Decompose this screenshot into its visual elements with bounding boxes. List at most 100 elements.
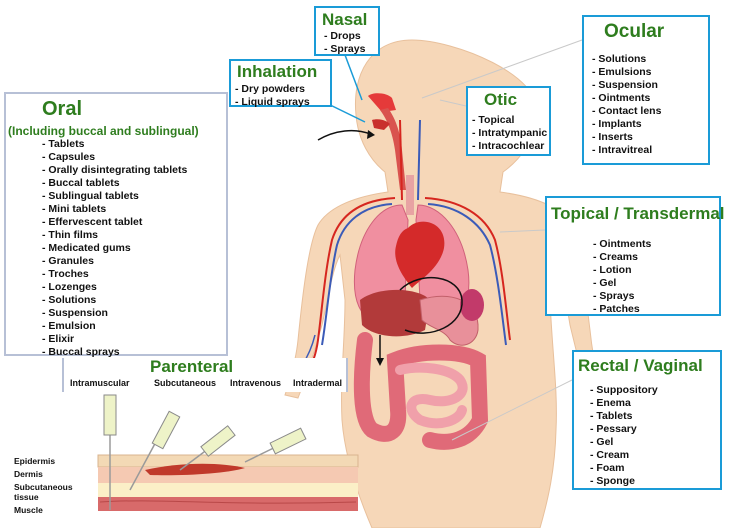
rectal-leader	[451, 379, 573, 441]
digestion-arrowhead	[376, 358, 384, 366]
ocular-list: Solutions Emulsions Suspension Ointments…	[592, 53, 661, 157]
nasal-box: Nasal Drops Sprays	[314, 6, 380, 56]
mouth	[372, 119, 390, 130]
list-item: Liquid sprays	[235, 96, 309, 109]
ocular-title: Ocular	[604, 21, 665, 42]
list-item: Intracochlear	[472, 140, 547, 153]
list-item: Suppository	[590, 384, 657, 397]
list-item: Creams	[593, 251, 651, 264]
list-item: Intratympanic	[472, 127, 547, 140]
route-subcutaneous: Subcutaneous	[154, 378, 217, 388]
list-item: Emulsions	[592, 66, 661, 79]
oral-list: Tablets Capsules Orally disintegrating t…	[42, 138, 187, 359]
list-item: Pessary	[590, 423, 658, 436]
artery-left-arm	[305, 197, 396, 376]
list-item: Dry powders	[235, 83, 310, 96]
list-item: Contact lens	[592, 105, 661, 118]
list-item: Emulsion	[42, 320, 187, 333]
list-item: Buccal tablets	[42, 177, 187, 190]
skin-label-subcutaneous: Subcutaneous tissue	[14, 482, 73, 502]
kidney	[460, 289, 484, 321]
route-intravenous: Intravenous	[230, 378, 282, 388]
list-item: Lotion	[593, 264, 651, 277]
list-item: Suspension	[592, 79, 661, 92]
list-item: Sprays	[324, 43, 365, 56]
nasal-cavity	[368, 93, 396, 112]
list-item: Enema	[590, 397, 658, 410]
list-item: Buccal sprays	[42, 346, 187, 359]
list-item: Troches	[42, 268, 187, 281]
list-item: Inserts	[592, 131, 661, 144]
list-item: Granules	[42, 255, 187, 268]
inhalation-box: Inhalation Dry powders Liquid sprays	[229, 59, 332, 109]
otic-title: Otic	[484, 90, 518, 109]
list-item: Medicated gums	[42, 242, 187, 255]
inhalation-list: Dry powders Liquid sprays	[235, 83, 310, 109]
list-item: Ointments	[593, 238, 651, 251]
route-intramuscular: Intramuscular	[70, 378, 130, 388]
skin-label-dermis: Dermis	[14, 469, 43, 479]
list-item: Foam	[590, 462, 658, 475]
rectal-title: Rectal / Vaginal	[578, 356, 703, 375]
otic-list: Topical Intratympanic Intracochlear	[472, 114, 547, 153]
list-item: Patches	[593, 303, 651, 316]
list-item: Drops	[324, 30, 365, 43]
topical-title: Topical / Transdermal	[551, 204, 725, 223]
ocular-box: Ocular Solutions Emulsions Suspension Oi…	[582, 15, 710, 165]
list-item: Sprays	[593, 290, 651, 303]
nasal-title: Nasal	[322, 10, 368, 29]
oral-title: Oral	[42, 98, 83, 120]
skin-cross-section	[97, 454, 359, 511]
list-item: Solutions	[592, 53, 661, 66]
topical-list: Ointments Creams Lotion Gel Sprays Patch…	[593, 238, 651, 316]
vein-right-arm	[427, 203, 507, 346]
list-item: Tablets	[42, 138, 187, 151]
parenteral-title: Parenteral	[150, 357, 234, 376]
list-item: Sponge	[590, 475, 658, 488]
list-item: Elixir	[42, 333, 187, 346]
list-item: Tablets	[590, 410, 658, 423]
oral-box: Oral (Including buccal and sublingual) T…	[4, 92, 228, 359]
list-item: Implants	[592, 118, 661, 131]
liver	[360, 289, 430, 337]
heart	[395, 221, 445, 288]
list-item: Gel	[593, 277, 651, 290]
otic-leader	[439, 99, 467, 107]
circulation-arrow	[399, 276, 463, 334]
list-item: Ointments	[592, 92, 661, 105]
list-item: Mini tablets	[42, 203, 187, 216]
neck-artery	[399, 119, 403, 201]
otic-box: Otic Topical Intratympanic Intracochlear	[466, 86, 551, 156]
topical-leader	[499, 229, 546, 233]
list-item: Cream	[590, 449, 658, 462]
list-item: Effervescent tablet	[42, 216, 187, 229]
list-item: Suspension	[42, 307, 187, 320]
oral-subtitle: (Including buccal and sublingual)	[8, 124, 199, 138]
list-item: Intravitreal	[592, 144, 661, 157]
oral-arrowhead	[367, 130, 375, 139]
parenteral-box	[62, 358, 348, 392]
throat	[380, 108, 406, 190]
skin-label-epidermis: Epidermis	[14, 456, 56, 466]
route-intradermal: Intradermal	[293, 378, 343, 388]
vein-left-arm	[321, 203, 393, 346]
nasal-leader	[344, 54, 363, 101]
skin-label-muscle: Muscle	[14, 505, 43, 515]
list-item: Capsules	[42, 151, 187, 164]
ocular-leader	[421, 39, 583, 99]
small-intestine	[395, 362, 468, 429]
rectal-list: Suppository Enema Tablets Pessary Gel Cr…	[590, 384, 658, 488]
list-item: Solutions	[42, 294, 187, 307]
list-item: Sublingual tablets	[42, 190, 187, 203]
oral-arrow	[317, 129, 371, 141]
trachea	[406, 175, 414, 215]
neck-vein	[417, 119, 421, 201]
list-item: Orally disintegrating tablets	[42, 164, 187, 177]
topical-box: Topical / Transdermal Ointments Creams L…	[545, 196, 725, 316]
syringes	[103, 394, 307, 510]
list-item: Topical	[472, 114, 547, 127]
nasal-list: Drops Sprays	[324, 30, 365, 56]
list-item: Lozenges	[42, 281, 187, 294]
